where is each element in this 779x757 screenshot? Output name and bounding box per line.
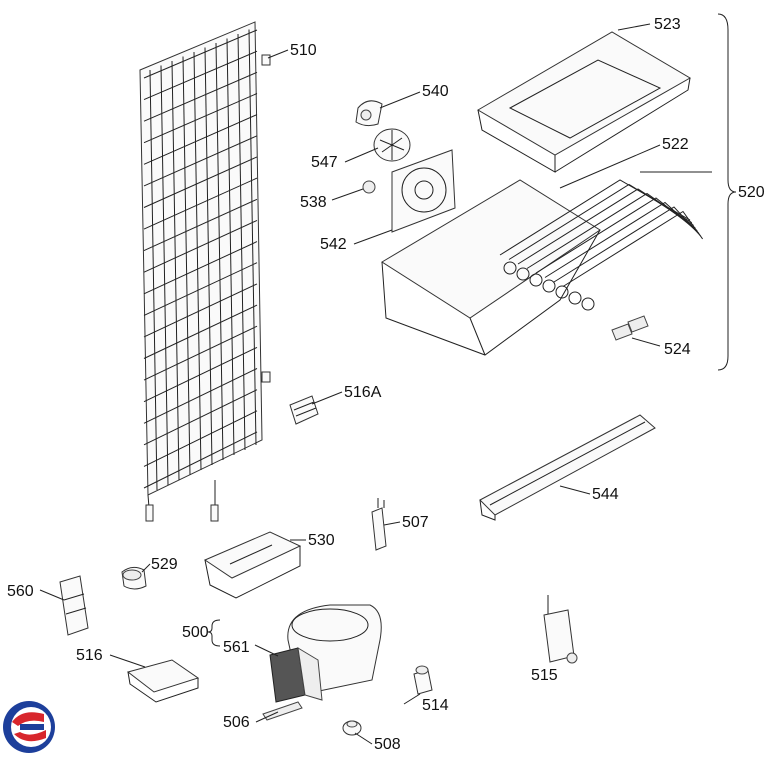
label-510: 510 <box>290 42 317 59</box>
label-506: 506 <box>223 714 250 731</box>
coil-fin <box>204 47 213 466</box>
rubber-support-516 <box>126 659 200 703</box>
starter-box <box>269 647 323 703</box>
evaporator-bend <box>529 273 543 287</box>
coil-tube <box>143 262 258 316</box>
drip-tray <box>203 531 302 599</box>
filter-560 <box>59 575 89 636</box>
coil-fin <box>248 29 257 446</box>
coil-tube <box>143 241 258 295</box>
evaporator-bend <box>568 291 582 305</box>
label-561: 561 <box>223 639 250 656</box>
evaporator-coil <box>499 179 704 311</box>
fan-motor <box>373 128 411 162</box>
evaporator-coil-tubes <box>499 179 704 311</box>
label-538: 538 <box>300 194 327 211</box>
coil-fin <box>171 60 180 481</box>
coil-fin <box>226 38 235 456</box>
evaporator-tube <box>562 210 704 287</box>
brand-logo-icon <box>3 701 55 753</box>
coil-tube <box>143 219 258 273</box>
coil-tube <box>143 93 258 144</box>
label-544: 544 <box>592 486 619 503</box>
label-560: 560 <box>7 583 34 600</box>
coil-tube <box>143 177 258 230</box>
evaporator-bend <box>555 285 569 299</box>
coil-fin <box>149 69 158 491</box>
coil-tube <box>143 198 258 252</box>
coil-fin <box>215 42 224 461</box>
label-547: 547 <box>311 154 338 171</box>
evaporator-tube <box>553 206 702 283</box>
evaporator-tube <box>544 201 700 278</box>
group-bracket-520 <box>717 13 737 371</box>
label-522: 522 <box>662 136 689 153</box>
group-bracket-500 <box>207 619 221 647</box>
label-516a: 516A <box>344 384 382 401</box>
label-515: 515 <box>531 667 558 684</box>
coil-tube <box>143 71 258 122</box>
coil-fin <box>193 51 202 471</box>
label-514: 514 <box>422 697 449 714</box>
coil-fin <box>237 33 246 451</box>
evaporator-bend <box>503 261 517 275</box>
grommet <box>362 180 376 194</box>
coil-fin <box>182 56 191 476</box>
clip-506 <box>262 701 303 721</box>
label-516: 516 <box>76 647 103 664</box>
fan-bracket <box>355 100 383 127</box>
part-labels: 510 540 547 538 542 523 522 520 524 516A… <box>7 16 765 753</box>
label-508: 508 <box>374 736 401 753</box>
label-520: 520 <box>738 184 765 201</box>
label-500: 500 <box>182 624 209 641</box>
heater-515 <box>543 595 578 664</box>
label-540: 540 <box>422 83 449 100</box>
leader-lines <box>39 23 712 745</box>
condenser-coil <box>139 21 271 522</box>
coil-tube <box>143 368 258 424</box>
coil-tube <box>143 283 258 338</box>
terminal-connectors <box>611 315 649 341</box>
nut-508 <box>342 720 362 736</box>
relay-507 <box>371 498 387 551</box>
label-507: 507 <box>402 514 429 531</box>
label-524: 524 <box>664 341 691 358</box>
evaporator-tray-cover <box>477 31 691 173</box>
evaporator-tray <box>381 179 601 356</box>
coil-tube <box>143 346 258 403</box>
door-rail <box>479 414 656 521</box>
evaporator-bend <box>542 279 556 293</box>
evaporator-bend <box>516 267 530 281</box>
label-529: 529 <box>151 556 178 573</box>
coil-tube <box>143 304 258 359</box>
label-542: 542 <box>320 236 347 253</box>
evaporator-bend <box>581 297 595 311</box>
bushing-514 <box>413 665 433 695</box>
label-530: 530 <box>308 532 335 549</box>
label-523: 523 <box>654 16 681 33</box>
fan-cover <box>391 149 456 233</box>
clip-516a <box>289 395 319 425</box>
coil-fin <box>160 65 169 486</box>
coil-tube <box>143 325 258 381</box>
cap-529 <box>121 566 147 590</box>
condenser-coil-tubes <box>143 29 258 491</box>
